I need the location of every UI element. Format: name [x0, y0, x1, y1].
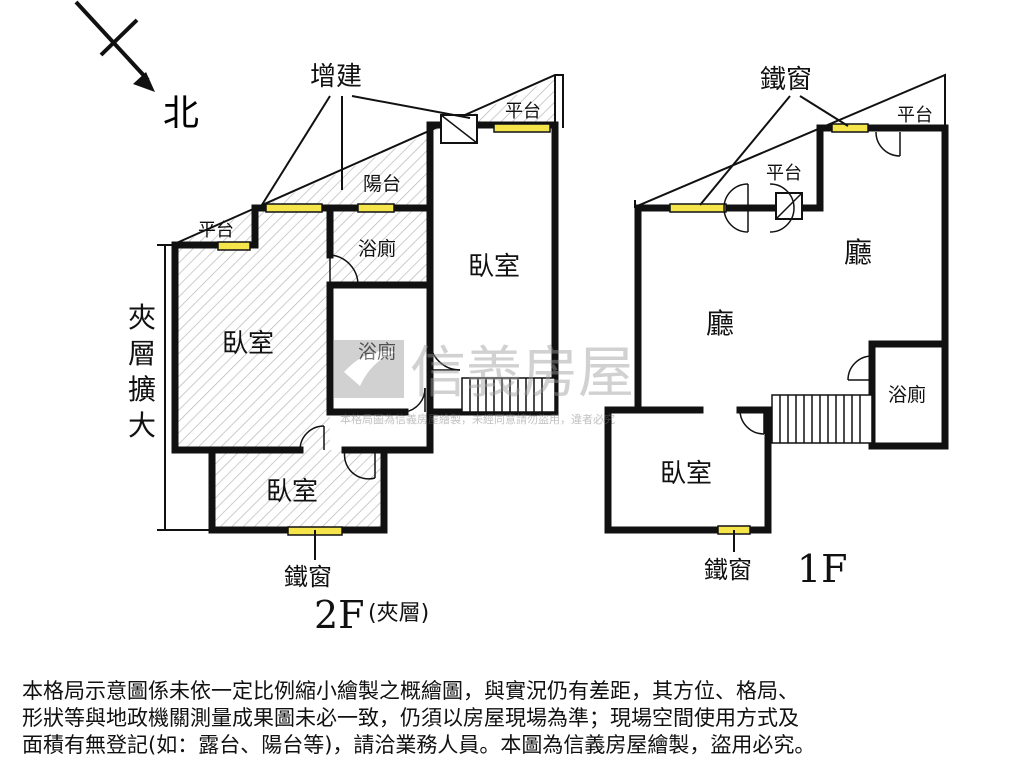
balcony-label: 陽台 [363, 173, 401, 195]
disclaimer-text: 本格局示意圖係未依一定比例縮小繪製之概繪圖，與實況仍有差距，其方位、格局、 形狀… [22, 678, 1012, 759]
door-swing-icon [299, 140, 461, 480]
mezzanine-area [175, 245, 330, 450]
floor-2-plan: 增建 平台 陽台 平台 浴廁 臥室 臥室 浴廁 臥室 鐵窗 2F (夾層) 夾 … [128, 62, 564, 637]
door-swing-icon [723, 131, 901, 435]
stairs-1f [771, 394, 873, 444]
disclaimer-line: 形狀等與地政機關測量成果圖未必一致，仍須以房屋現場為準；現場空間使用方式及 [22, 706, 799, 730]
north-arrow-icon [74, 0, 155, 92]
bedroom-label: 臥室 [266, 477, 318, 507]
bedroom-label: 臥室 [468, 252, 520, 282]
bottom-bedroom-area [212, 450, 384, 530]
watermark-brand: 信義房屋 [410, 341, 634, 406]
hall-label: 廳 [706, 307, 734, 340]
platform-label: 平台 [897, 105, 933, 126]
bath-label: 浴廁 [888, 383, 926, 406]
stairs-2f [461, 377, 556, 413]
svg-text:夾: 夾 [128, 301, 156, 334]
north-label: 北 [163, 93, 199, 134]
addition-label: 增建 [310, 62, 362, 92]
brand-watermark: 信義房屋 本格局圖為信義房屋繪製，未經同意請勿盜用，違者必究 [334, 340, 634, 426]
bath-label: 浴廁 [358, 237, 396, 260]
svg-text:擴: 擴 [128, 373, 156, 406]
iron-window-label: 鐵窗 [704, 556, 752, 584]
platform-label: 平台 [198, 220, 234, 241]
floor-title: 1F [797, 547, 848, 591]
ac-unit-icon [775, 192, 803, 220]
watermark-notice: 本格局圖為信義房屋繪製，未經同意請勿盜用，違者必究 [340, 412, 615, 426]
hall-label: 廳 [844, 236, 872, 269]
floor-1-plan: 鐵窗 平台 平台 廳 廳 浴廁 臥室 鐵窗 1F [604, 65, 949, 591]
bedroom-label: 臥室 [222, 329, 274, 359]
mezzanine-label: 夾 層 擴 大 [128, 301, 156, 442]
bedroom-label: 臥室 [660, 459, 712, 489]
disclaimer-line: 面積有無登記(如：露台、陽台等)，請洽業務人員。本圖為信義房屋繪製，盜用必究。 [22, 733, 816, 757]
ac-unit-icon [440, 114, 478, 144]
iron-window-label: 鐵窗 [760, 65, 812, 95]
platform-label: 平台 [766, 163, 802, 184]
floor-title: 2F [314, 593, 365, 637]
platform-label: 平台 [505, 101, 541, 122]
upper-bath-area [330, 205, 428, 285]
bath-label: 浴廁 [358, 340, 396, 363]
floor-subtitle: (夾層) [368, 601, 429, 626]
iron-window-label: 鐵窗 [284, 563, 332, 591]
disclaimer-line: 本格局示意圖係未依一定比例縮小繪製之概繪圖，與實況仍有差距，其方位、格局、 [22, 679, 799, 703]
svg-text:層: 層 [128, 337, 156, 370]
svg-text:大: 大 [128, 409, 156, 442]
